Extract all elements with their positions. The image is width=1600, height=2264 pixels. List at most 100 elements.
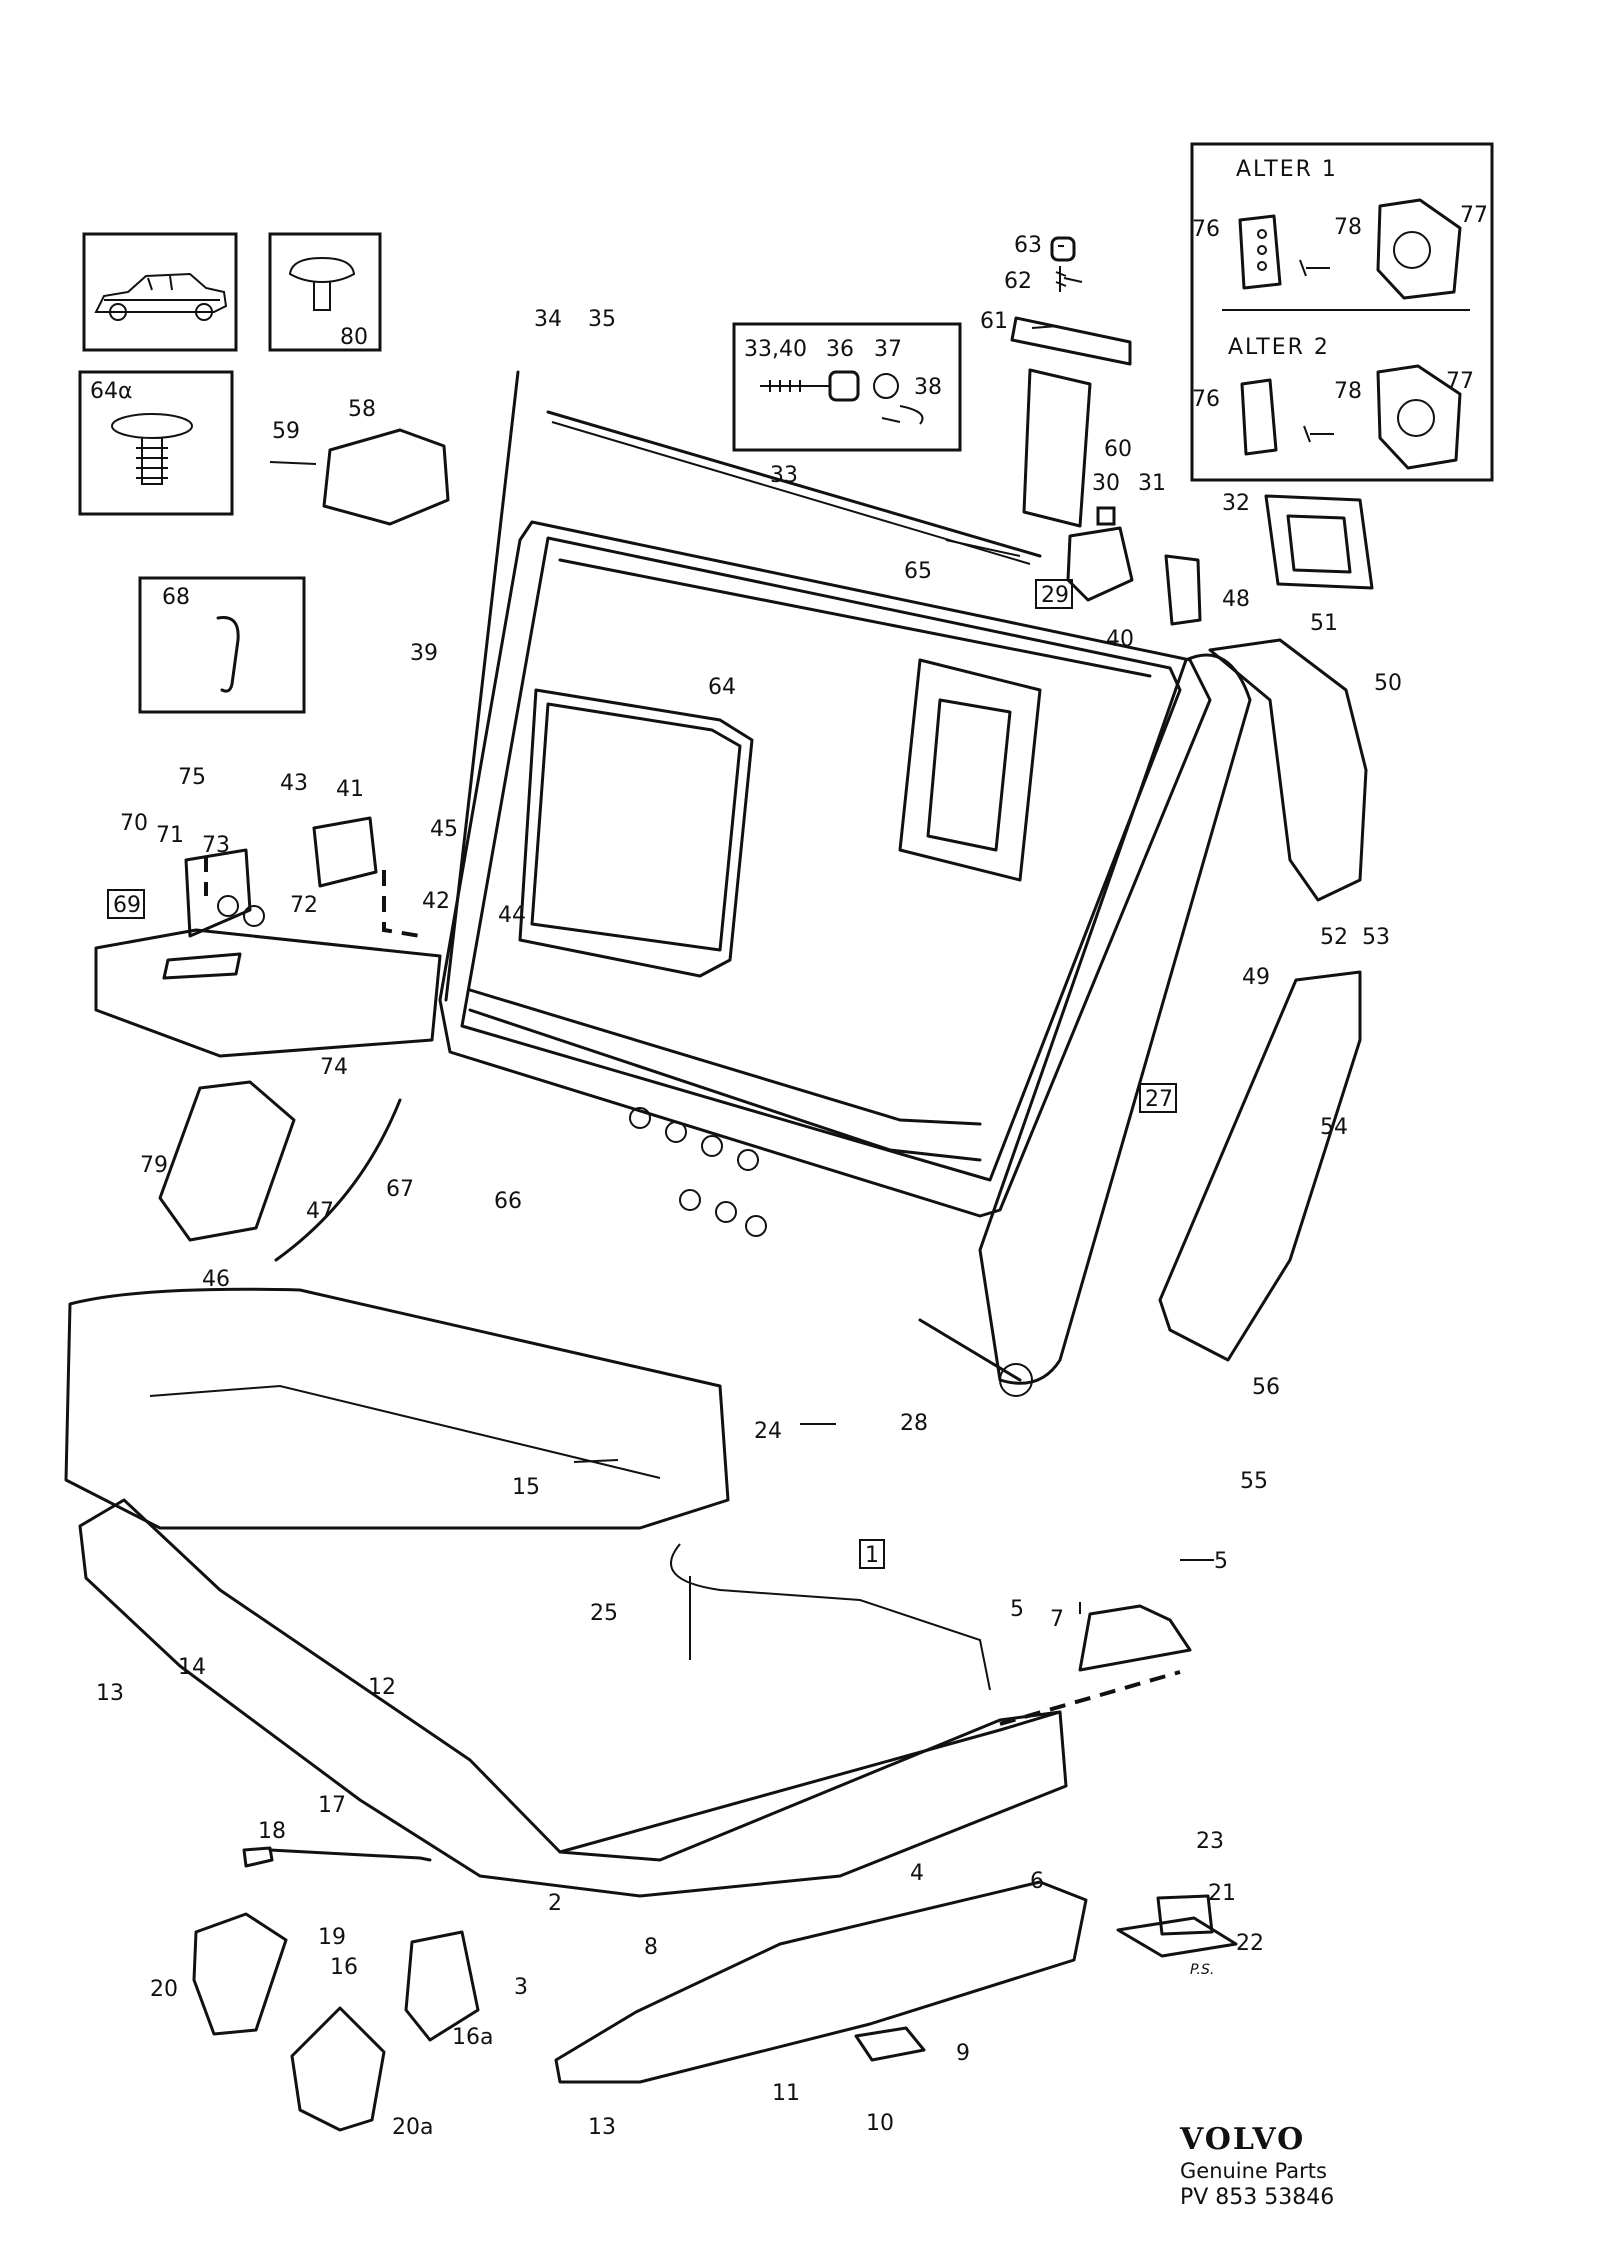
alt-title-1: ALTER 1 (1236, 157, 1336, 182)
lever-17 (268, 1848, 432, 1862)
callout-72: 72 (290, 893, 318, 918)
volvo-branding: VOLVO Genuine Parts PV 853 53846 (1180, 2122, 1420, 2212)
cover-20 (192, 1912, 288, 2036)
alt1-bracket-77 (1376, 198, 1462, 300)
callout-43: 43 (280, 771, 308, 796)
alt2-label-78: 78 (1334, 379, 1362, 404)
callout-39: 39 (410, 641, 438, 666)
callout-64a: 64α (90, 379, 133, 404)
callout-45: 45 (430, 817, 458, 842)
svg-text:ALTER 2: ALTER 2 (1228, 335, 1330, 360)
callout-71: 71 (156, 823, 184, 848)
callout-80: 80 (340, 325, 368, 350)
part-21 (1156, 1894, 1214, 1936)
callout-1: 1 (865, 1543, 879, 1568)
trim-54 (1158, 970, 1362, 1362)
callout-58: 58 (348, 397, 376, 422)
callout-67: 67 (386, 1177, 414, 1202)
callout-23: 23 (1196, 1829, 1224, 1854)
callout-21: 21 (1208, 1881, 1236, 1906)
callout-74: 74 (320, 1055, 348, 1080)
callout-9: 9 (956, 2041, 970, 2066)
callout-7: 7 (1050, 1607, 1064, 1632)
callout-27: 27 (1145, 1087, 1173, 1112)
front-rail (558, 1710, 1062, 1854)
callout-8: 8 (644, 1935, 658, 1960)
left-hinge-parts (94, 816, 442, 1242)
callout-28: 28 (900, 1411, 928, 1436)
callout-53: 53 (1362, 925, 1390, 950)
dashed-link-42 (382, 870, 421, 938)
arc-arrow-46 (274, 1098, 402, 1262)
callout-42: 42 (422, 889, 450, 914)
callout-2: 2 (548, 1891, 562, 1916)
callout-20: 20 (150, 1977, 178, 2002)
alt1-label-78: 78 (1334, 215, 1362, 240)
latch-parts (1066, 506, 1202, 626)
cover-7 (1078, 1604, 1192, 1672)
callout-65: 65 (904, 559, 932, 584)
frame-32 (1264, 494, 1374, 590)
callout-48: 48 (1222, 587, 1250, 612)
callout-69: 69 (113, 893, 141, 918)
callout-31: 31 (1138, 471, 1166, 496)
callout-73: 73 (202, 833, 230, 858)
cushion-24 (64, 1287, 730, 1530)
callout-13a: 13 (96, 1681, 124, 1706)
brand-subtitle: Genuine Parts (1180, 2159, 1327, 2183)
callout-75: 75 (178, 765, 206, 790)
part-22 (1116, 1916, 1238, 1958)
callout-18: 18 (258, 1819, 286, 1844)
callout-64: 64 (708, 675, 736, 700)
callout-62: 62 (1004, 269, 1032, 294)
callout-79: 79 (140, 1153, 168, 1178)
inset-80-box (268, 232, 382, 352)
alt2-bracket-77 (1376, 364, 1462, 470)
callout-51: 51 (1310, 611, 1338, 636)
alt1-label-77: 77 (1460, 203, 1488, 228)
callout-54: 54 (1320, 1115, 1348, 1140)
alternatives-box (1190, 142, 1494, 482)
callout-3340: 33,40 (744, 337, 807, 362)
callout-37: 37 (874, 337, 902, 362)
alt1-hinge-plate-76 (1238, 214, 1282, 290)
callout-50: 50 (1374, 671, 1402, 696)
part-number: PV 853 53846 (1180, 2185, 1335, 2210)
cable-33 (546, 410, 1042, 558)
callout-10: 10 (866, 2111, 894, 2136)
alt-labels: 76 78 77 76 78 77 (1192, 203, 1488, 412)
callout-12: 12 (368, 1675, 396, 1700)
callout-66: 66 (494, 1189, 522, 1214)
callout-11: 11 (772, 2081, 800, 2106)
alt-title-2: ALTER 2 (1228, 335, 1330, 360)
callout-4: 4 (910, 1861, 924, 1886)
seat-back-frame (438, 520, 1252, 1397)
inset-64a-box (78, 370, 234, 516)
cover-20a (290, 2006, 386, 2132)
seat-frame-1 (78, 1498, 1068, 1898)
alt2-label-77: 77 (1446, 369, 1474, 394)
callout-30: 30 (1092, 471, 1120, 496)
callout-5b: 5 (1214, 1549, 1228, 1574)
volvo-logo: VOLVO (1180, 2122, 1306, 2157)
headrest-guide (1010, 236, 1132, 528)
callout-41: 41 (336, 777, 364, 802)
callout-24: 24 (754, 1419, 782, 1444)
callout-61: 61 (980, 309, 1008, 334)
dashed-link-7 (999, 1670, 1181, 1726)
inset-car-box (82, 232, 238, 352)
rod-39 (444, 370, 520, 1002)
callout-17: 17 (318, 1793, 346, 1818)
callout-16a: 16a (452, 2025, 493, 2050)
callout-29: 29 (1041, 583, 1069, 608)
callout-38: 38 (914, 375, 942, 400)
alt1-label-76: 76 (1192, 217, 1220, 242)
callout-16: 16 (330, 1955, 358, 1980)
callout-34: 34 (534, 307, 562, 332)
connector-detail-box (732, 322, 962, 452)
callout-22: 22 (1236, 1931, 1264, 1956)
knob-18 (242, 1846, 274, 1868)
alt2-label-76: 76 (1192, 387, 1220, 412)
leader-lines (573, 245, 1214, 1660)
